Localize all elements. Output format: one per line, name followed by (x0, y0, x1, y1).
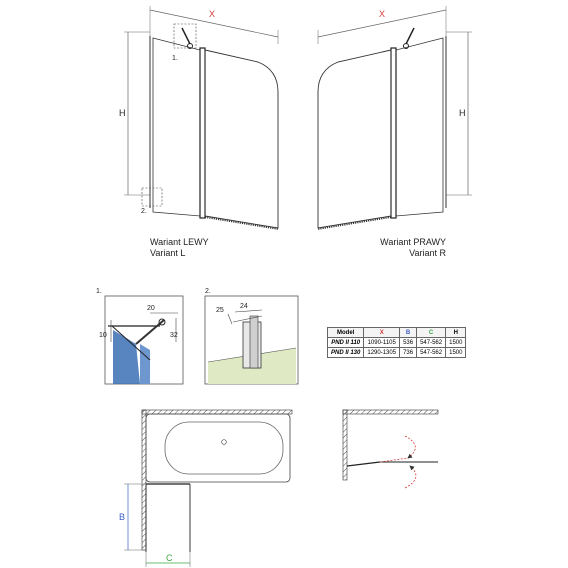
table-cell: 547-562 (416, 347, 447, 358)
table-row: PND II 110 1090-1105 536 547-562 1500 (326, 337, 467, 348)
col-h: H (445, 327, 467, 338)
variant-left-caption-line1: Wariant LEWY (150, 237, 209, 247)
c-dimension-label: C (166, 553, 173, 563)
col-b: B (399, 327, 418, 338)
table-cell: 1500 (445, 337, 467, 348)
detail-1-dim-a: 20 (147, 305, 155, 312)
detail-2-label: 2. (205, 288, 211, 295)
table-cell: 1090-1105 (363, 337, 401, 348)
table-cell: 1500 (445, 347, 467, 358)
table-cell: 736 (399, 347, 418, 358)
table-cell: 1290-1305 (363, 347, 401, 358)
variant-right-elevation (317, 6, 472, 230)
table-row: PND II 130 1290-1305 736 547-562 1500 (326, 347, 467, 358)
detail-1-dim-c: 32 (170, 332, 178, 339)
detail-mark-2: 2. (141, 208, 147, 215)
variant-left-caption-line2: Variant L (150, 248, 186, 258)
variant-right-caption-line2: Variant R (409, 248, 446, 258)
col-c: C (416, 327, 447, 338)
x-dimension-label-right: X (379, 9, 386, 19)
col-x: X (363, 327, 401, 338)
plan-view-right (342, 409, 439, 489)
table-cell: 536 (399, 337, 418, 348)
x-dimension-label: X (209, 9, 216, 19)
detail-1-dim-b: 10 (99, 332, 107, 339)
h-dimension-label: H (119, 108, 126, 118)
col-model: Model (326, 327, 365, 338)
detail-1-hinge-bar (104, 295, 184, 385)
b-dimension-label: B (119, 512, 126, 522)
table-cell: 547-562 (416, 337, 447, 348)
dimension-table: Model X B C H PND II 110 1090-1105 536 5… (326, 327, 467, 358)
detail-mark-1: 1. (172, 55, 178, 62)
detail-2-dim-b: 25 (216, 307, 224, 314)
table-cell: PND II 130 (326, 347, 365, 358)
variant-left-elevation (124, 6, 279, 230)
variant-right-caption-line1: Wariant PRAWY (380, 237, 446, 247)
detail-1-label: 1. (96, 288, 102, 295)
plan-view-left (124, 409, 293, 567)
h-dimension-label-right: H (459, 108, 466, 118)
detail-2-dim-a: 24 (240, 303, 248, 310)
table-cell: PND II 110 (326, 337, 365, 348)
table-header-row: Model X B C H (326, 327, 467, 338)
detail-2-bottom-profile (204, 295, 299, 385)
